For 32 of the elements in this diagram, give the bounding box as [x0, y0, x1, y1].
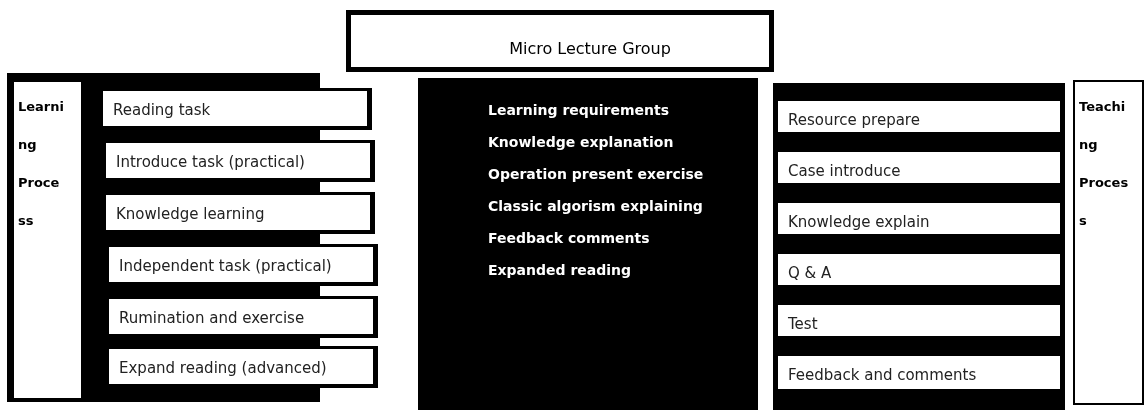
- process-box: [106, 244, 378, 286]
- item-text: Expand reading (advanced): [119, 359, 328, 377]
- item-text: Knowledge explain: [788, 213, 931, 231]
- item-text: Q & A: [788, 264, 833, 282]
- process-box: [106, 346, 378, 388]
- process-box: [103, 140, 375, 182]
- title-text: Micro Lecture Group: [508, 39, 672, 58]
- item-text: Independent task (practical): [119, 257, 333, 275]
- panel-background: [773, 83, 1065, 410]
- heading-text: Learni ng Proce ss: [18, 98, 65, 230]
- list-item-text: Operation present exercise: [488, 166, 705, 182]
- item-text: Reading task: [113, 101, 212, 119]
- list-item-text: Knowledge explanation: [488, 134, 675, 150]
- process-box: [103, 192, 375, 234]
- list-item-text: Learning requirements: [488, 102, 671, 118]
- item-text: Feedback and comments: [788, 366, 978, 384]
- content-panel: [418, 78, 758, 410]
- process-box: [100, 88, 372, 130]
- heading-box: [1073, 80, 1144, 405]
- item-text: Case introduce: [788, 162, 902, 180]
- process-box: [106, 296, 378, 338]
- item-text: Test: [788, 315, 819, 333]
- item-text: Rumination and exercise: [119, 309, 306, 327]
- list-item-text: Classic algorism explaining: [488, 198, 704, 214]
- list-item-text: Feedback comments: [488, 230, 651, 246]
- item-text: Knowledge learning: [116, 205, 266, 223]
- item-text: Introduce task (practical): [116, 153, 306, 171]
- heading-text: Teachi ng Proces s: [1079, 98, 1130, 230]
- list-item-text: Expanded reading: [488, 262, 633, 278]
- item-text: Resource prepare: [788, 111, 921, 129]
- title-box: [346, 10, 774, 72]
- heading-box: [12, 80, 83, 400]
